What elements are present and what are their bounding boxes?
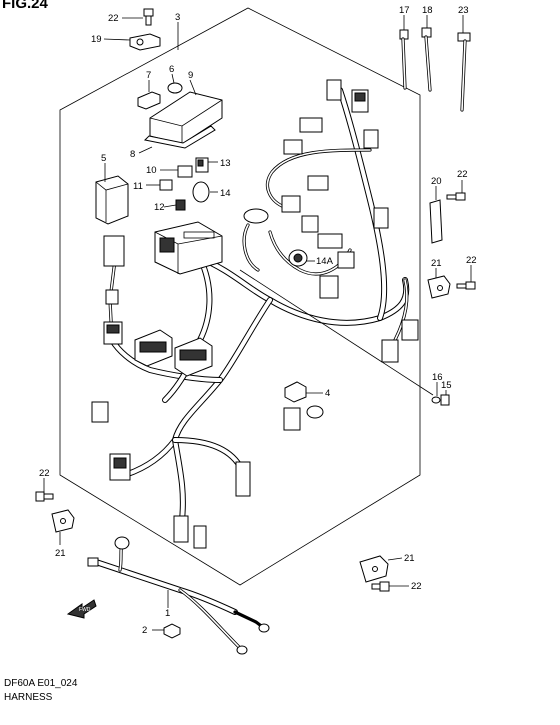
callout-23: 23 xyxy=(458,5,469,16)
callout-9: 9 xyxy=(188,70,193,81)
connector-left-clip xyxy=(91,401,109,423)
bracket-part-21-left xyxy=(51,509,75,533)
gasket-part-8 xyxy=(143,125,216,149)
battery-cable-part-1 xyxy=(87,536,270,655)
bolt-part-22-left xyxy=(35,491,54,502)
bolt-part-22-top xyxy=(143,8,154,26)
callout-12: 12 xyxy=(154,202,165,213)
callout-14a: 14A xyxy=(316,256,334,267)
connector-right-3 xyxy=(299,117,323,133)
callout-3: 3 xyxy=(175,12,180,23)
connector-left-mid xyxy=(103,321,123,345)
callout-14: 14 xyxy=(220,188,231,199)
callout-19: 19 xyxy=(91,34,102,45)
model-code: DF60A E01_024 xyxy=(4,678,78,689)
figure-title: FIG.24 xyxy=(2,0,49,12)
forward-arrow-label: FWD xyxy=(79,607,91,613)
callout-15: 15 xyxy=(441,380,452,391)
cable-tie-part-17 xyxy=(399,29,409,90)
nut-part-2 xyxy=(163,623,181,639)
connector-right-10 xyxy=(317,233,343,249)
connector-lower-mid xyxy=(235,461,251,497)
connector-right-8 xyxy=(281,195,301,213)
callout-22-top: 22 xyxy=(108,13,119,24)
bracket-part-19 xyxy=(129,33,161,51)
callout-17: 17 xyxy=(399,5,410,16)
connector-right-9 xyxy=(301,215,319,233)
callout-13: 13 xyxy=(220,158,231,169)
callout-22-left: 22 xyxy=(39,468,50,479)
cable-tie-part-18 xyxy=(421,27,432,92)
figure-caption: HARNESS xyxy=(4,692,53,703)
bracket-part-21-right xyxy=(427,275,451,299)
callout-21-left: 21 xyxy=(55,548,66,559)
sensor-plug xyxy=(243,208,269,224)
callout-7: 7 xyxy=(146,70,151,81)
connector-left-2 xyxy=(174,337,213,377)
connector-top-left xyxy=(103,235,125,267)
connector-right-4 xyxy=(363,129,379,149)
connector-part-7 xyxy=(137,91,161,110)
connector-lower-b xyxy=(193,525,207,549)
callout-18: 18 xyxy=(422,5,433,16)
callout-21-bottom-right: 21 xyxy=(404,553,415,564)
connector-right-lower-2 xyxy=(381,339,399,363)
callout-4: 4 xyxy=(325,388,330,399)
holder-part-12 xyxy=(175,199,186,211)
connector-right-6 xyxy=(307,175,329,191)
relay-part-5 xyxy=(95,175,129,225)
connector-left-1 xyxy=(134,329,173,367)
relay-part-13 xyxy=(195,157,209,173)
connector-lower-a xyxy=(173,515,189,543)
junction-box xyxy=(154,221,223,275)
connector-right-clip xyxy=(319,275,339,299)
sensor-part-14a xyxy=(288,249,308,267)
connector-left-small xyxy=(105,289,119,305)
callout-8: 8 xyxy=(130,149,135,160)
bracket-part-20 xyxy=(429,199,443,244)
connector-right-7 xyxy=(373,207,389,229)
callout-2: 2 xyxy=(142,625,147,636)
callout-20: 20 xyxy=(431,176,442,187)
washer-part-16 xyxy=(431,396,441,404)
connector-part-11 xyxy=(159,179,173,191)
callout-16: 16 xyxy=(432,372,443,383)
relay-part-10 xyxy=(177,165,193,178)
callout-10: 10 xyxy=(146,165,157,176)
connector-right-1 xyxy=(326,79,342,101)
bulb-part-14 xyxy=(192,181,210,203)
cap-part-6 xyxy=(167,82,183,94)
cable-tie-part-23 xyxy=(457,32,471,112)
connector-lower-left xyxy=(109,453,131,481)
grommet-part-4 xyxy=(283,381,324,431)
bracket-part-21-bottom-right xyxy=(359,555,389,583)
callout-22-bottom-right: 22 xyxy=(411,581,422,592)
bolt-part-22-r1 xyxy=(446,192,466,201)
assembly-boundary xyxy=(59,7,421,586)
callout-21-right: 21 xyxy=(431,258,442,269)
nut-part-15 xyxy=(440,394,450,406)
callout-1: 1 xyxy=(165,608,170,619)
callout-22-right-2: 22 xyxy=(466,255,477,266)
callout-5: 5 xyxy=(101,153,106,164)
fuse-box-part-9 xyxy=(149,91,223,145)
forward-arrow-icon: FWD xyxy=(66,599,97,619)
callout-6: 6 xyxy=(169,64,174,75)
bolt-part-22-r2 xyxy=(456,281,476,290)
callout-11: 11 xyxy=(133,181,143,192)
bolt-part-22-bottom-right xyxy=(371,581,390,592)
connector-right-5 xyxy=(283,139,303,155)
main-wiring-harness xyxy=(108,87,410,523)
connector-right-lower-1 xyxy=(401,319,419,341)
connector-right-2 xyxy=(351,89,369,113)
callout-22-right-1: 22 xyxy=(457,169,468,180)
connector-right-11 xyxy=(337,251,355,269)
